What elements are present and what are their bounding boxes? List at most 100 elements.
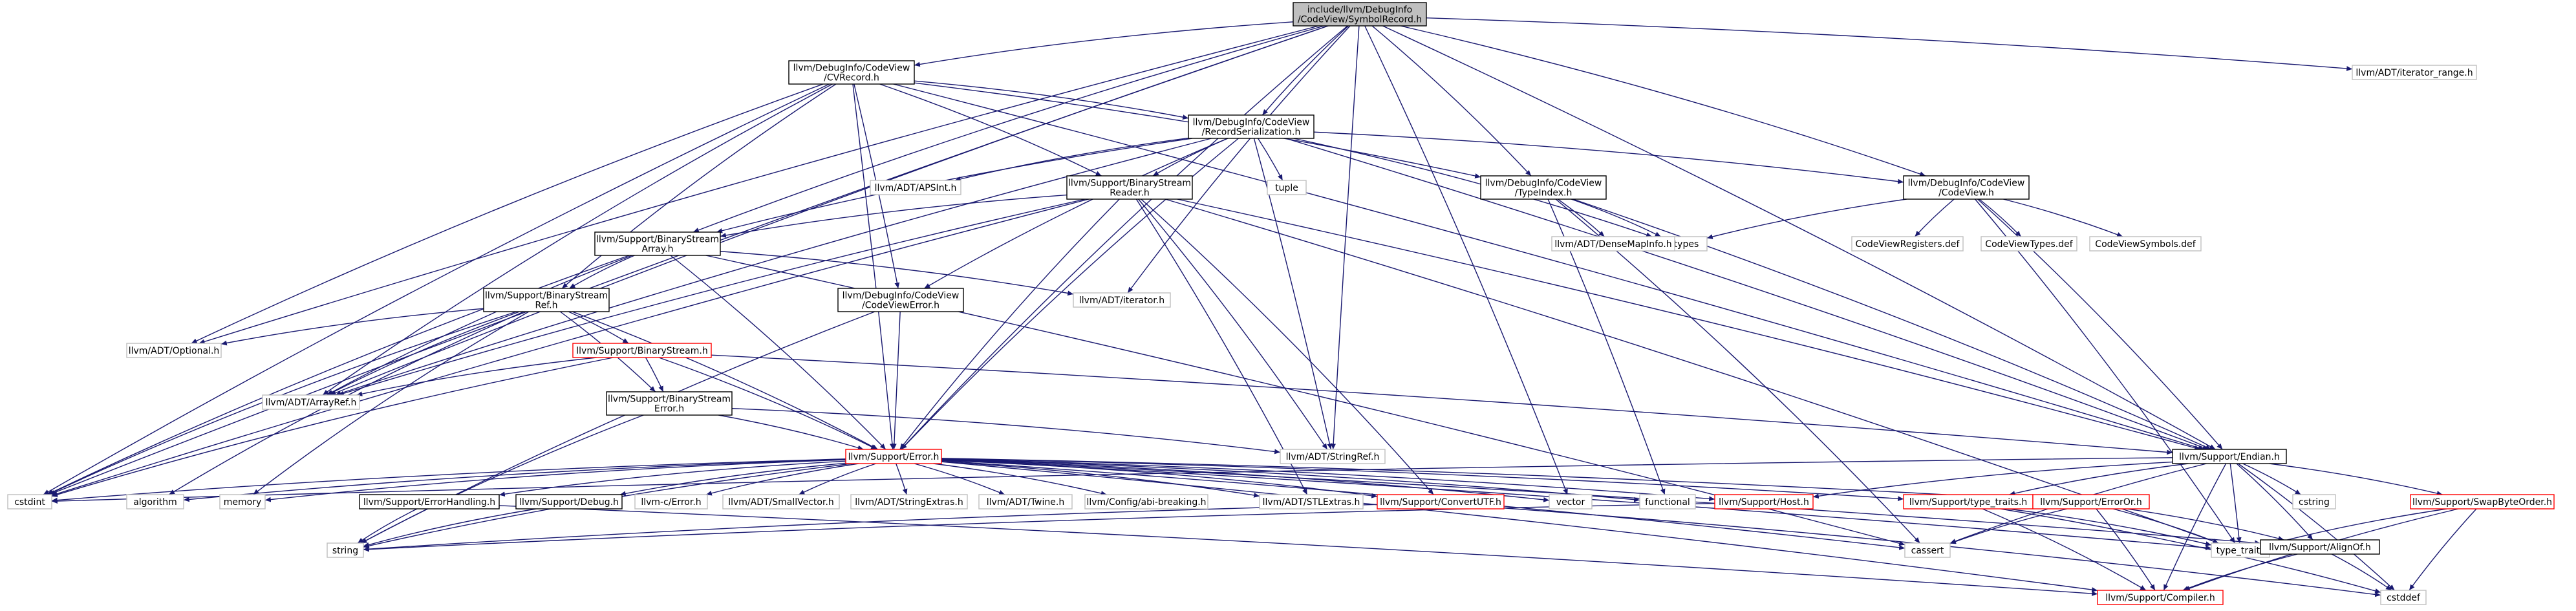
node-label-endian-0: llvm/Support/Endian.h [2179, 452, 2280, 462]
node-label-strextras-0: llvm/ADT/StringExtras.h [855, 497, 963, 508]
node-vector[interactable]: vector [1549, 494, 1593, 509]
node-label-binstream-0: llvm/Support/BinaryStream.h [576, 346, 707, 356]
node-cstdint[interactable]: cstdint [7, 494, 52, 509]
edge-endian-to-alignof [2236, 463, 2313, 541]
node-string[interactable]: string [327, 542, 364, 558]
node-label-twine-0: llvm/ADT/Twine.h [987, 497, 1064, 508]
node-box-alignof [2260, 539, 2380, 555]
node-label-alignof-0: llvm/Support/AlignOf.h [2269, 542, 2371, 553]
node-cvtypes[interactable]: CodeViewTypes.def [1980, 236, 2077, 252]
node-convertutf[interactable]: llvm/Support/ConvertUTF.h [1377, 494, 1505, 509]
edge-endian-to-swapbyte [2269, 463, 2443, 496]
edge-binstream-to-endian [711, 354, 2173, 455]
node-label-bsref-1: Ref.h [535, 301, 558, 311]
node-cassert[interactable]: cassert [1904, 542, 1951, 558]
node-errorortr[interactable]: llvm/Support/ErrorOr.h [2032, 494, 2150, 509]
node-errhandling[interactable]: llvm/Support/ErrorHandling.h [359, 494, 500, 509]
node-strextras[interactable]: llvm/ADT/StringExtras.h [850, 494, 968, 509]
node-box-error [845, 449, 942, 464]
node-label-recser-1: /RecordSerialization.h [1202, 127, 1301, 138]
edge-recser-to-apsint [954, 137, 1189, 182]
node-box-convertutf [1377, 494, 1505, 509]
node-recser[interactable]: llvm/DebugInfo/CodeView/RecordSerializat… [1188, 114, 1315, 139]
node-cvrecord[interactable]: llvm/DebugInfo/CodeView/CVRecord.h [788, 60, 915, 85]
node-box-debug [515, 494, 623, 509]
node-cvregs[interactable]: CodeViewRegisters.def [1851, 236, 1964, 252]
node-memory[interactable]: memory [219, 494, 266, 509]
node-swapbyte[interactable]: llvm/Support/SwapByteOrder.h [2410, 494, 2555, 509]
node-label-functional-0: functional [1645, 497, 1690, 508]
node-box-root [1293, 2, 1427, 27]
node-alignof[interactable]: llvm/Support/AlignOf.h [2260, 539, 2380, 555]
node-label-bsreader-0: llvm/Support/BinaryStream [1068, 178, 1191, 189]
edge-binstream-to-error [658, 357, 877, 450]
node-binstream[interactable]: llvm/Support/BinaryStream.h [572, 343, 712, 358]
node-codeview[interactable]: llvm/DebugInfo/CodeView/CodeView.h [1903, 175, 2030, 200]
node-densemapinfo[interactable]: llvm/ADT/DenseMapInfo.h [1551, 236, 1675, 252]
node-box-optional [126, 343, 222, 358]
node-host[interactable]: llvm/Support/Host.h [1714, 494, 1814, 509]
edge-errorortr-to-cassert [1949, 508, 2068, 544]
edge-recser-to-codeview [1313, 131, 1904, 184]
node-box-abibreaking [1084, 494, 1208, 509]
node-box-vector [1549, 494, 1593, 509]
node-label-cstdint-0: cstdint [14, 497, 45, 508]
node-stlextras[interactable]: llvm/ADT/STLExtras.h [1259, 494, 1364, 509]
node-box-tuple [1267, 180, 1307, 195]
node-llvmcerror[interactable]: llvm-c/Error.h [634, 494, 708, 509]
node-label-abibreaking-0: llvm/Config/abi-breaking.h [1086, 497, 1206, 508]
node-label-recser-0: llvm/DebugInfo/CodeView [1193, 118, 1310, 128]
node-debug[interactable]: llvm/Support/Debug.h [515, 494, 623, 509]
node-box-algorithm [126, 494, 184, 509]
edge-bsreader-to-arrayref [338, 198, 1086, 396]
node-tuple[interactable]: tuple [1267, 180, 1307, 195]
node-endian[interactable]: llvm/Support/Endian.h [2172, 449, 2287, 464]
edge-root-to-iterrange [1426, 17, 2353, 71]
node-algorithm[interactable]: algorithm [126, 494, 184, 509]
node-label-optional-0: llvm/ADT/Optional.h [129, 346, 220, 356]
node-typeindex[interactable]: llvm/DebugInfo/CodeView/TypeIndex.h [1480, 175, 1607, 200]
edge-error-to-functional [941, 458, 1640, 502]
edge-error-to-cstdint [51, 458, 846, 503]
node-cstddef[interactable]: cstddef [2380, 590, 2427, 605]
edge-endian-to-cstdint [51, 457, 2173, 504]
edge-root-to-vector [1364, 25, 1568, 495]
node-compiler[interactable]: llvm/Support/Compiler.h [2097, 590, 2224, 605]
node-label-compiler-0: llvm/Support/Compiler.h [2105, 593, 2215, 603]
edge-cvrecord-to-error [852, 83, 895, 450]
edge-cvrecord-to-endian [893, 83, 2204, 451]
edge-errhandling-to-compiler [499, 505, 2098, 596]
node-error[interactable]: llvm/Support/Error.h [845, 449, 942, 464]
node-apsint[interactable]: llvm/ADT/APSInt.h [870, 180, 961, 195]
node-arrayref[interactable]: llvm/ADT/ArrayRef.h [262, 394, 360, 410]
node-root: include/llvm/DebugInfo/CodeView/SymbolRe… [1293, 2, 1427, 27]
node-twine[interactable]: llvm/ADT/Twine.h [978, 494, 1073, 509]
node-label-cvrecord-1: /CVRecord.h [824, 73, 879, 83]
node-label-cvsymbols-0: CodeViewSymbols.def [2095, 239, 2196, 250]
edge-codeview-to-endian [1977, 198, 2223, 450]
node-cvsymbols[interactable]: CodeViewSymbols.def [2089, 236, 2202, 252]
edge-endian-to-cstddef [2238, 463, 2395, 591]
node-functional[interactable]: functional [1639, 494, 1696, 509]
node-stringref[interactable]: llvm/ADT/StringRef.h [1280, 449, 1386, 464]
node-label-errhandling-0: llvm/Support/ErrorHandling.h [363, 497, 495, 508]
edge-bserror-to-error [718, 414, 864, 451]
node-optional[interactable]: llvm/ADT/Optional.h [126, 343, 222, 358]
node-smallvector[interactable]: llvm/ADT/SmallVector.h [722, 494, 840, 509]
node-box-stlextras [1259, 494, 1364, 509]
node-abibreaking[interactable]: llvm/Config/abi-breaking.h [1084, 494, 1208, 509]
node-cverror[interactable]: llvm/DebugInfo/CodeView/CodeViewError.h [837, 288, 964, 312]
edge-bsreader-to-endian [1177, 198, 2201, 451]
node-label-cverror-0: llvm/DebugInfo/CodeView [843, 291, 960, 301]
node-cstring[interactable]: cstring [2292, 494, 2336, 509]
node-iterrange[interactable]: llvm/ADT/iterator_range.h [2352, 65, 2477, 80]
node-label-memory-0: memory [224, 497, 262, 508]
node-label-typeindex-1: /TypeIndex.h [1515, 188, 1572, 198]
node-typetraitsh[interactable]: llvm/Support/type_traits.h [1903, 494, 2034, 509]
node-box-cstddef [2380, 590, 2427, 605]
node-iterator[interactable]: llvm/ADT/iterator.h [1073, 292, 1171, 308]
